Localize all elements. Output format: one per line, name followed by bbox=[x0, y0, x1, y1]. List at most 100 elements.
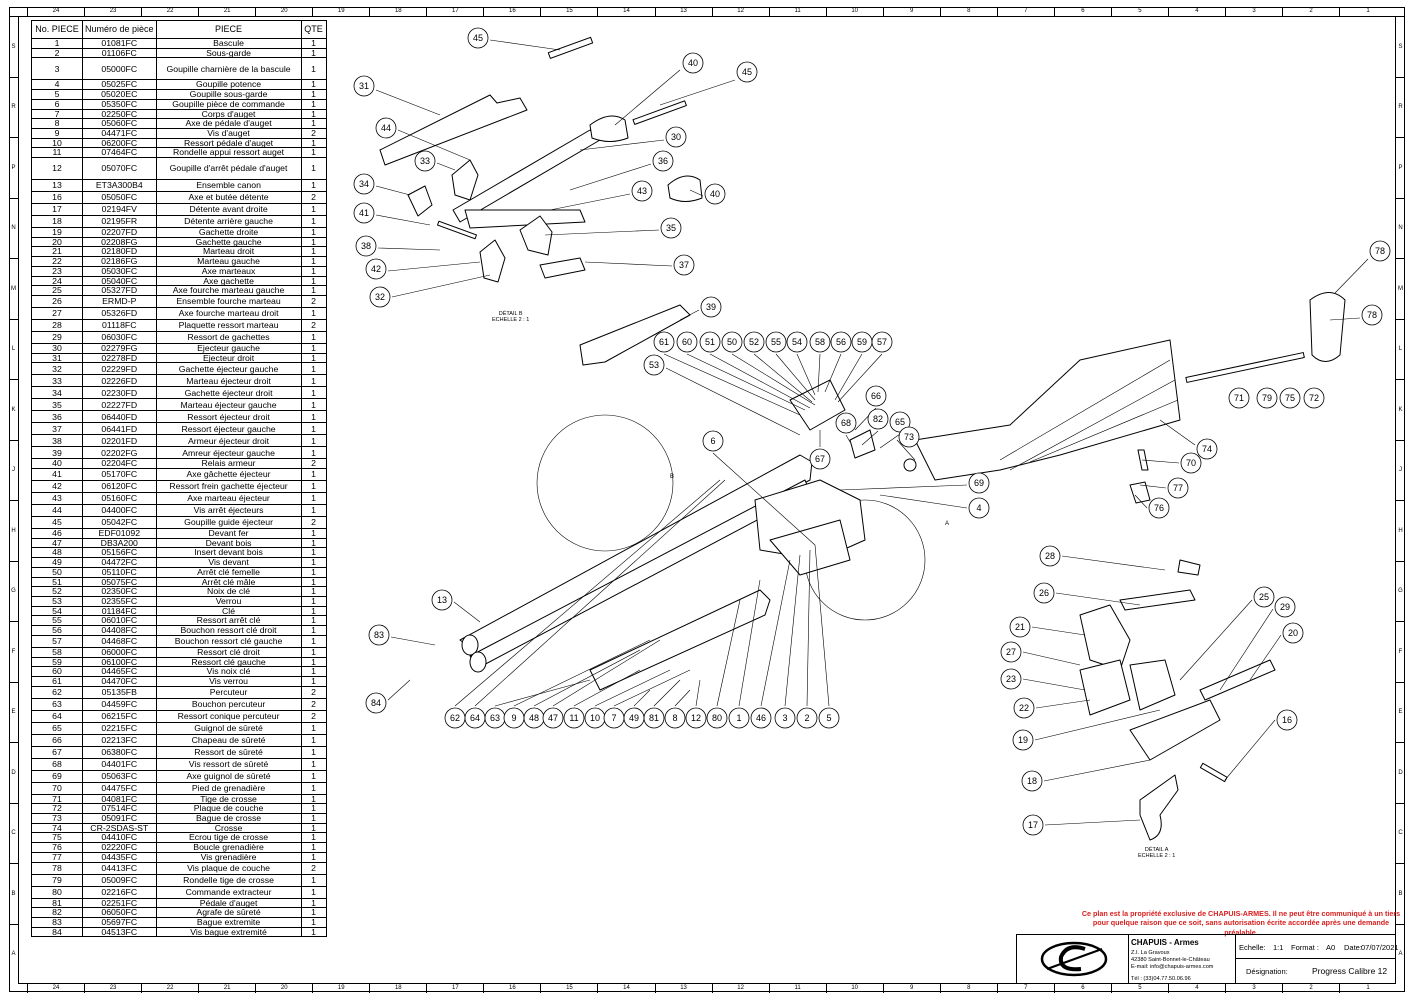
leader-line bbox=[489, 39, 561, 51]
callout-number: 78 bbox=[1375, 246, 1385, 256]
callout-circle bbox=[1369, 240, 1391, 262]
callout-number: 45 bbox=[742, 67, 752, 77]
callout-circle bbox=[1196, 438, 1218, 460]
callout-balloon: 4 bbox=[968, 497, 990, 519]
title-block-row-designation: Désignation: Progress Calibre 12 bbox=[1235, 959, 1395, 983]
callout-number: 62 bbox=[450, 713, 460, 723]
header-no-piece: No. PIECE bbox=[31, 20, 83, 39]
cell-no-piece: 67 bbox=[31, 745, 83, 759]
ruler-left-label: J bbox=[9, 439, 18, 501]
designation-value: Progress Calibre 12 bbox=[1312, 966, 1388, 976]
callout-circle bbox=[1303, 387, 1325, 409]
leader-line bbox=[633, 689, 651, 707]
callout-balloon: 78 bbox=[1369, 240, 1391, 262]
cell-numero-piece: 04475FC bbox=[82, 781, 157, 795]
leader-line bbox=[549, 193, 631, 211]
ruler-top-label: 1 bbox=[1339, 7, 1396, 16]
leader-line bbox=[552, 639, 661, 707]
callout-number: 3 bbox=[782, 713, 787, 723]
callout-balloon: 23 bbox=[1000, 668, 1022, 690]
ejector-bar-part bbox=[464, 209, 586, 229]
callout-number: 25 bbox=[1259, 592, 1269, 602]
cell-qte: 1 bbox=[300, 926, 327, 938]
ruler-top-label: 12 bbox=[711, 7, 769, 16]
leader-line bbox=[1031, 626, 1086, 636]
callout-balloon: 22 bbox=[1013, 697, 1035, 719]
callout-circle bbox=[563, 707, 585, 729]
ressort-fourche-part bbox=[1119, 589, 1196, 611]
ruler-top-label: 21 bbox=[198, 7, 255, 16]
ruler-left-label: R bbox=[9, 76, 18, 138]
ejecteur-droit-part bbox=[379, 94, 528, 166]
callout-balloon: 54 bbox=[786, 331, 808, 353]
leader-line bbox=[375, 185, 411, 196]
callout-number: 57 bbox=[877, 337, 887, 347]
callout-balloon: 41 bbox=[353, 202, 375, 224]
callout-circle bbox=[631, 180, 653, 202]
callout-balloon: 74 bbox=[1196, 438, 1218, 460]
callout-circle bbox=[664, 707, 686, 729]
callout-balloon: 81 bbox=[643, 707, 665, 729]
leader-line bbox=[663, 353, 801, 416]
detail-b-mark: B bbox=[670, 474, 674, 480]
callout-circle bbox=[865, 385, 887, 407]
callout-circle bbox=[1256, 387, 1278, 409]
callout-circle bbox=[898, 426, 920, 448]
callout-circle bbox=[728, 707, 750, 729]
callout-circle bbox=[1033, 582, 1055, 604]
ruler-bottom-label: 10 bbox=[825, 984, 883, 993]
detail-a-scale: ECHELLE 2 : 1 bbox=[1138, 853, 1176, 860]
callout-number: 48 bbox=[529, 713, 539, 723]
ruler-bottom-label: 8 bbox=[939, 984, 997, 993]
callout-balloon: 47 bbox=[542, 707, 564, 729]
callout-circle bbox=[1039, 545, 1061, 567]
callout-balloon: 32 bbox=[369, 286, 391, 308]
callout-circle bbox=[1167, 477, 1189, 499]
goupille-guide-part bbox=[547, 36, 594, 59]
company-address-1: Z.I. La Gravoux bbox=[1131, 950, 1170, 956]
callout-number: 68 bbox=[841, 418, 851, 428]
callout-number: 79 bbox=[1262, 393, 1272, 403]
callout-balloon: 40 bbox=[704, 183, 726, 205]
main-assembly bbox=[459, 304, 876, 691]
title-block-row-scale: Echelle: 1:1 Format : A0 Date: 07/07/202… bbox=[1235, 935, 1399, 959]
callout-balloon: 83 bbox=[368, 624, 390, 646]
cell-qte: 2 bbox=[300, 709, 327, 723]
ruler-top-label: 13 bbox=[654, 7, 712, 16]
leader-line bbox=[584, 261, 673, 267]
leader-line bbox=[1061, 555, 1166, 571]
detail-a-mark: A bbox=[945, 521, 949, 527]
callout-balloon: 10 bbox=[584, 707, 606, 729]
callout-number: 83 bbox=[374, 630, 384, 640]
callout-balloon: 3 bbox=[774, 707, 796, 729]
callout-balloon: 61 bbox=[653, 331, 675, 353]
ruler-bottom-label: 11 bbox=[768, 984, 826, 993]
date-label: Date: bbox=[1344, 943, 1362, 952]
callout-number: 47 bbox=[548, 713, 558, 723]
callout-circle bbox=[414, 150, 436, 172]
stock-assembly bbox=[903, 292, 1346, 504]
ruler-bottom-label: 1 bbox=[1339, 984, 1396, 993]
callout-balloon: 38 bbox=[355, 235, 377, 257]
callout-number: 59 bbox=[857, 337, 867, 347]
callout-number: 70 bbox=[1186, 458, 1196, 468]
callout-number: 46 bbox=[756, 713, 766, 723]
marteau-droit-part bbox=[1079, 604, 1131, 671]
callout-balloon: 43 bbox=[631, 180, 653, 202]
leader-line bbox=[817, 353, 821, 393]
cell-no-piece: 70 bbox=[31, 781, 83, 795]
callout-number: 17 bbox=[1028, 820, 1038, 830]
leader-line bbox=[861, 430, 879, 446]
ruler-right-label: L bbox=[1396, 318, 1405, 380]
cell-no-piece: 84 bbox=[31, 926, 83, 938]
